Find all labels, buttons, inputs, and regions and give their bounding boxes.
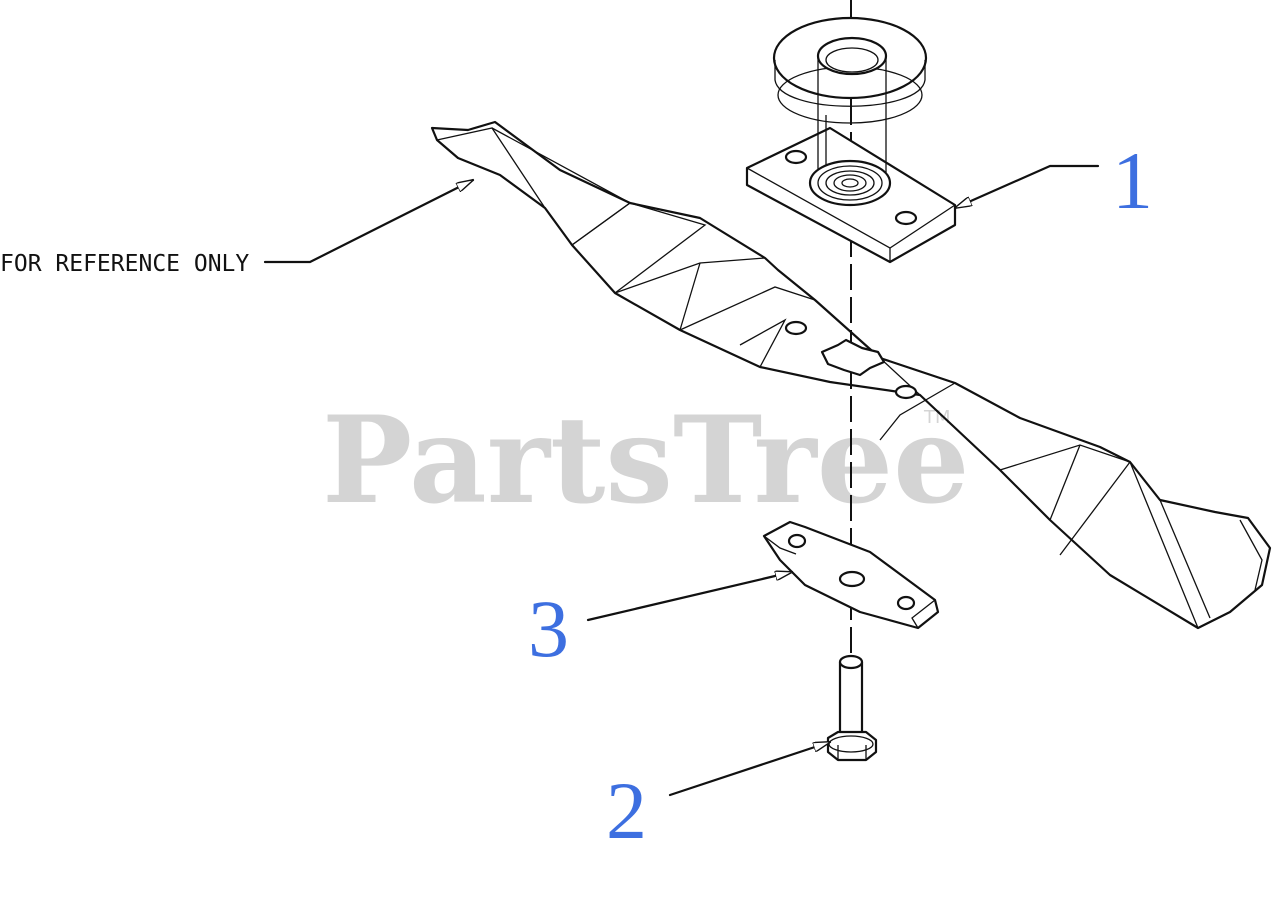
- bolt: [826, 654, 878, 762]
- reference-note: FOR REFERENCE ONLY: [0, 251, 249, 277]
- callout-1: 1: [1112, 135, 1153, 226]
- mower-blade: [430, 120, 1272, 630]
- pulley-assembly: [745, 16, 957, 264]
- callout-3: 3: [528, 583, 569, 674]
- callout-2-leader: [668, 742, 830, 797]
- reference-leader: [263, 180, 473, 264]
- callout-2: 2: [606, 765, 647, 856]
- watermark-trademark: TM: [923, 407, 951, 428]
- watermark-brand: PartsTree: [322, 390, 969, 531]
- callout-3-leader: [586, 572, 792, 622]
- callout-1-leader: [955, 164, 1100, 208]
- blade-adapter: [762, 520, 940, 630]
